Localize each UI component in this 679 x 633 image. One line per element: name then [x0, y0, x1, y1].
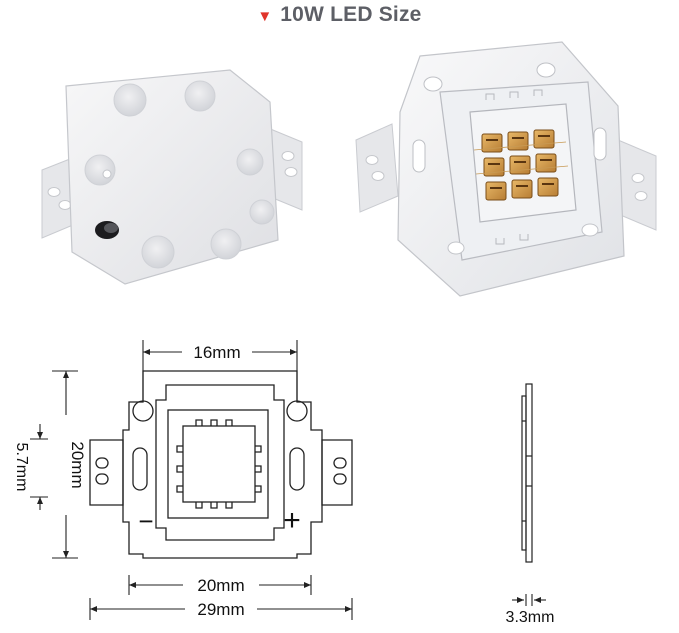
back-pad-4 — [236, 148, 264, 176]
left-slot — [132, 447, 148, 491]
back-pad-5 — [249, 199, 275, 225]
mounting-hole-right — [286, 400, 308, 422]
dimension-lines — [30, 340, 546, 620]
thickness-label: 3.3mm — [506, 609, 555, 626]
mounting-hole-left — [132, 400, 154, 422]
side-plate — [525, 383, 533, 563]
side-view-drawing — [521, 383, 533, 563]
led-front-photo — [355, 41, 657, 297]
back-pad-2 — [184, 80, 216, 112]
left-tab-outline — [89, 439, 124, 506]
frame-outline — [155, 384, 285, 541]
inner-frame — [167, 409, 269, 519]
pad-offset-label: 5.7mm — [13, 443, 30, 492]
triangle-down-icon: ▼ — [257, 7, 273, 25]
total-width-label: 29mm — [197, 600, 244, 619]
body-outline — [122, 370, 323, 559]
body-height-label: 20mm — [68, 441, 87, 488]
back-pad-3 — [84, 154, 116, 186]
positive-polarity-label: + — [283, 504, 301, 537]
back-left-tab-slot-2 — [58, 200, 72, 210]
back-pad-1 — [113, 83, 147, 117]
hole-spacing-label: 16mm — [193, 343, 240, 362]
title-bar: ▼ 10W LED Size — [0, 0, 679, 30]
back-pad-7 — [210, 228, 242, 260]
body-width-label: 20mm — [197, 576, 244, 595]
side-lens — [521, 395, 527, 551]
right-slot — [289, 447, 305, 491]
back-right-tab-slot-1 — [281, 151, 295, 161]
front-hole-2 — [536, 62, 556, 78]
dimension-arrows — [37, 349, 541, 612]
die-outline — [182, 425, 256, 503]
top-view-drawing — [89, 370, 353, 559]
front-right-tab — [617, 139, 657, 231]
back-left-tab-slot-1 — [47, 187, 61, 197]
right-tab-outline — [321, 439, 353, 506]
page-title: 10W LED Size — [280, 3, 422, 26]
front-left-tab — [355, 123, 399, 213]
front-hole-1 — [423, 76, 443, 92]
led-back-photo — [41, 69, 303, 285]
back-pad-6 — [141, 235, 175, 269]
back-right-tab-slot-2 — [284, 167, 298, 177]
led-chip-grid — [473, 129, 569, 201]
negative-polarity-label: − — [138, 506, 153, 536]
